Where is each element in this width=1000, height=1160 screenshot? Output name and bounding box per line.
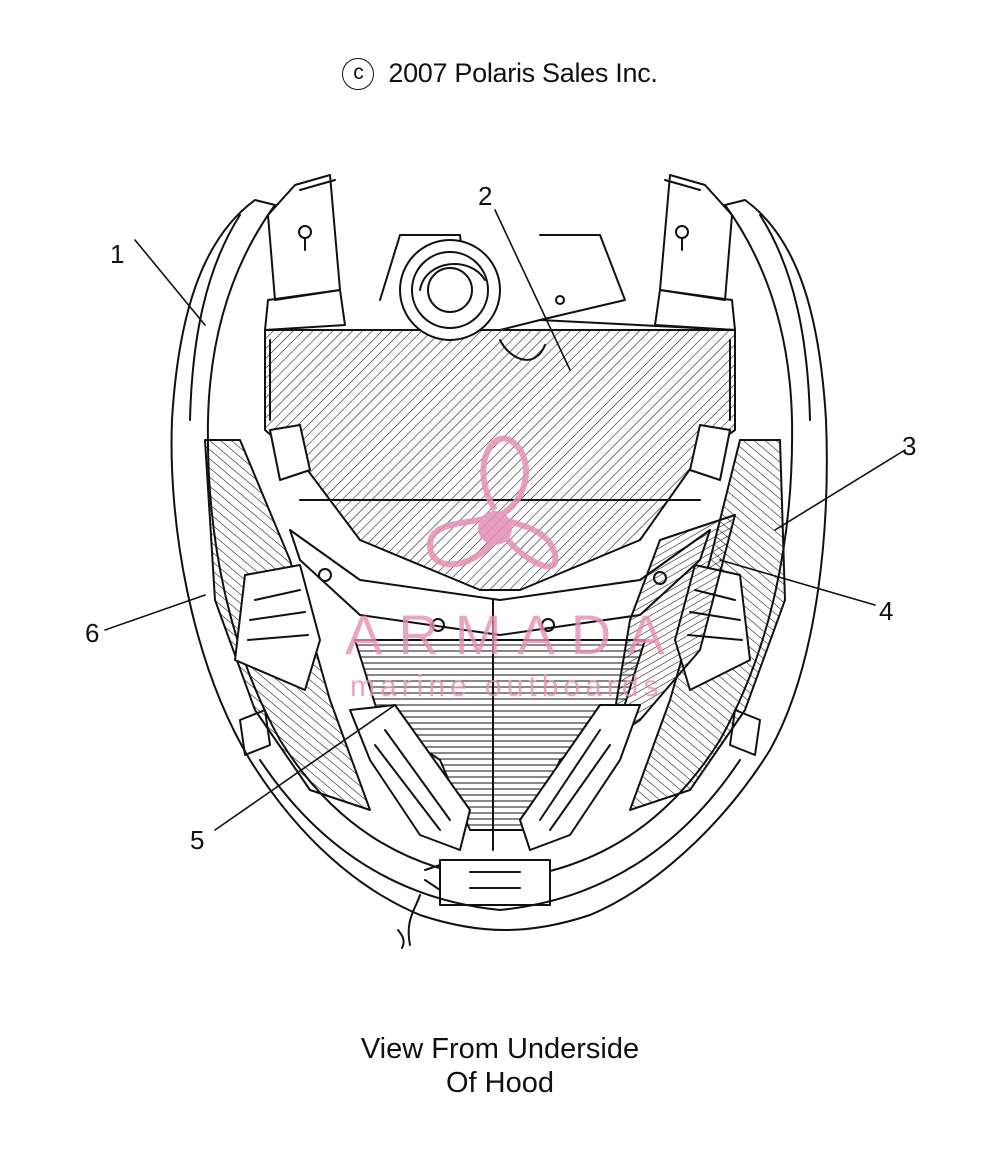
callout-5: 5 (190, 825, 205, 855)
callout-1: 1 (110, 239, 125, 269)
watermark-brand: ARMADA (345, 603, 681, 666)
leader-1 (134, 239, 206, 326)
callout-6: 6 (85, 618, 100, 648)
leader-5 (214, 704, 396, 831)
copyright-symbol: c (342, 58, 375, 90)
bottom-bracket (439, 859, 551, 906)
leader-6 (104, 594, 206, 631)
diagram-caption: View From Underside Of Hood (0, 1032, 1000, 1100)
caption-line-1: View From Underside (360, 1033, 640, 1065)
left-vent (234, 564, 321, 691)
callout-2: 2 (478, 181, 493, 211)
copyright-notice: c 2007 Polaris Sales Inc. (0, 58, 1000, 90)
copyright-text: 2007 Polaris Sales Inc. (388, 58, 658, 88)
callout-4: 4 (879, 596, 894, 626)
leader-3 (774, 449, 906, 531)
leader-4 (719, 559, 876, 606)
callout-3: 3 (902, 431, 917, 461)
leader-2 (494, 209, 571, 371)
caption-line-2: Of Hood (446, 1067, 554, 1099)
right-upper-bracket (659, 174, 733, 301)
watermark-tagline: marine outboards (350, 670, 664, 703)
right-reinforcement (609, 514, 736, 741)
lower-right-vent (519, 704, 641, 851)
